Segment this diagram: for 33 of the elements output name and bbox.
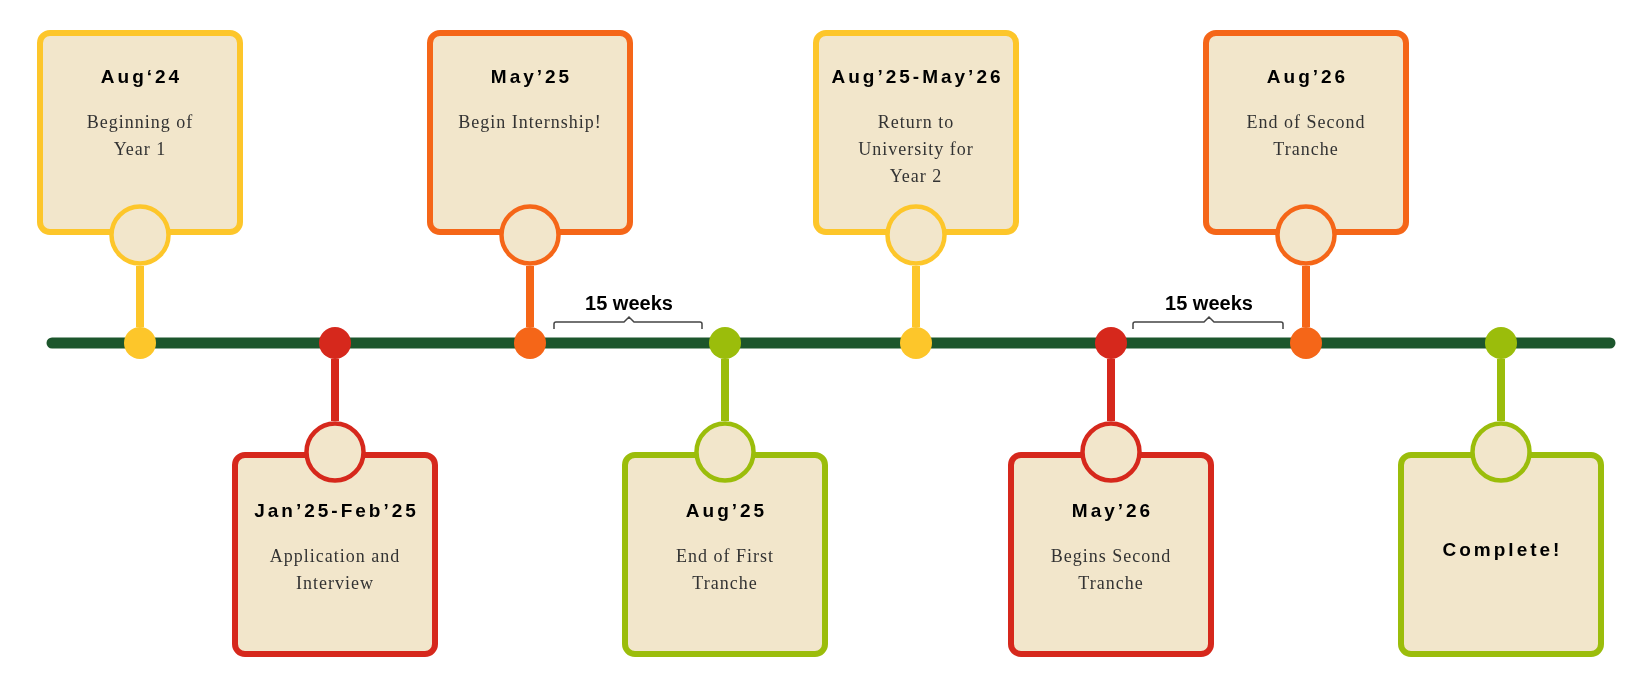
- card-description: Begin Internship!: [457, 111, 603, 134]
- card-heading: Aug’25-May’26: [830, 65, 1004, 89]
- timeline-dot: [709, 327, 741, 359]
- event-card: [813, 30, 1019, 266]
- card-heading: Complete!: [1441, 538, 1563, 562]
- timeline-dot: [1485, 327, 1517, 359]
- event-card: [1203, 30, 1409, 266]
- event-card: [427, 30, 633, 266]
- card-heading: Jan’25-Feb’25: [253, 499, 419, 523]
- event-card: [37, 30, 243, 266]
- event-card: [1008, 421, 1214, 657]
- timeline-dot: [514, 327, 546, 359]
- card-heading: Aug‘24: [99, 65, 183, 89]
- event-card: [1398, 421, 1604, 657]
- card-heading: Aug’26: [1265, 65, 1349, 89]
- card-heading: May’26: [1070, 499, 1154, 523]
- card-description: Begins Second Tranche: [1049, 545, 1173, 595]
- card-description: End of Second Tranche: [1245, 111, 1367, 161]
- event-card: [622, 421, 828, 657]
- timeline-dot: [1290, 327, 1322, 359]
- duration-label: 15 weeks: [585, 291, 673, 315]
- timeline-dot: [900, 327, 932, 359]
- card-description: Application and Interview: [268, 545, 402, 595]
- event-card: [232, 421, 438, 657]
- timeline-dot: [1095, 327, 1127, 359]
- card-heading: May’25: [489, 65, 573, 89]
- card-description: Return to University for Year 2: [857, 111, 975, 188]
- card-heading: Aug’25: [684, 499, 768, 523]
- card-description: Beginning of Year 1: [85, 111, 195, 161]
- duration-label: 15 weeks: [1165, 291, 1253, 315]
- timeline-dot: [124, 327, 156, 359]
- card-description: End of First Tranche: [675, 545, 775, 595]
- timeline-dot: [319, 327, 351, 359]
